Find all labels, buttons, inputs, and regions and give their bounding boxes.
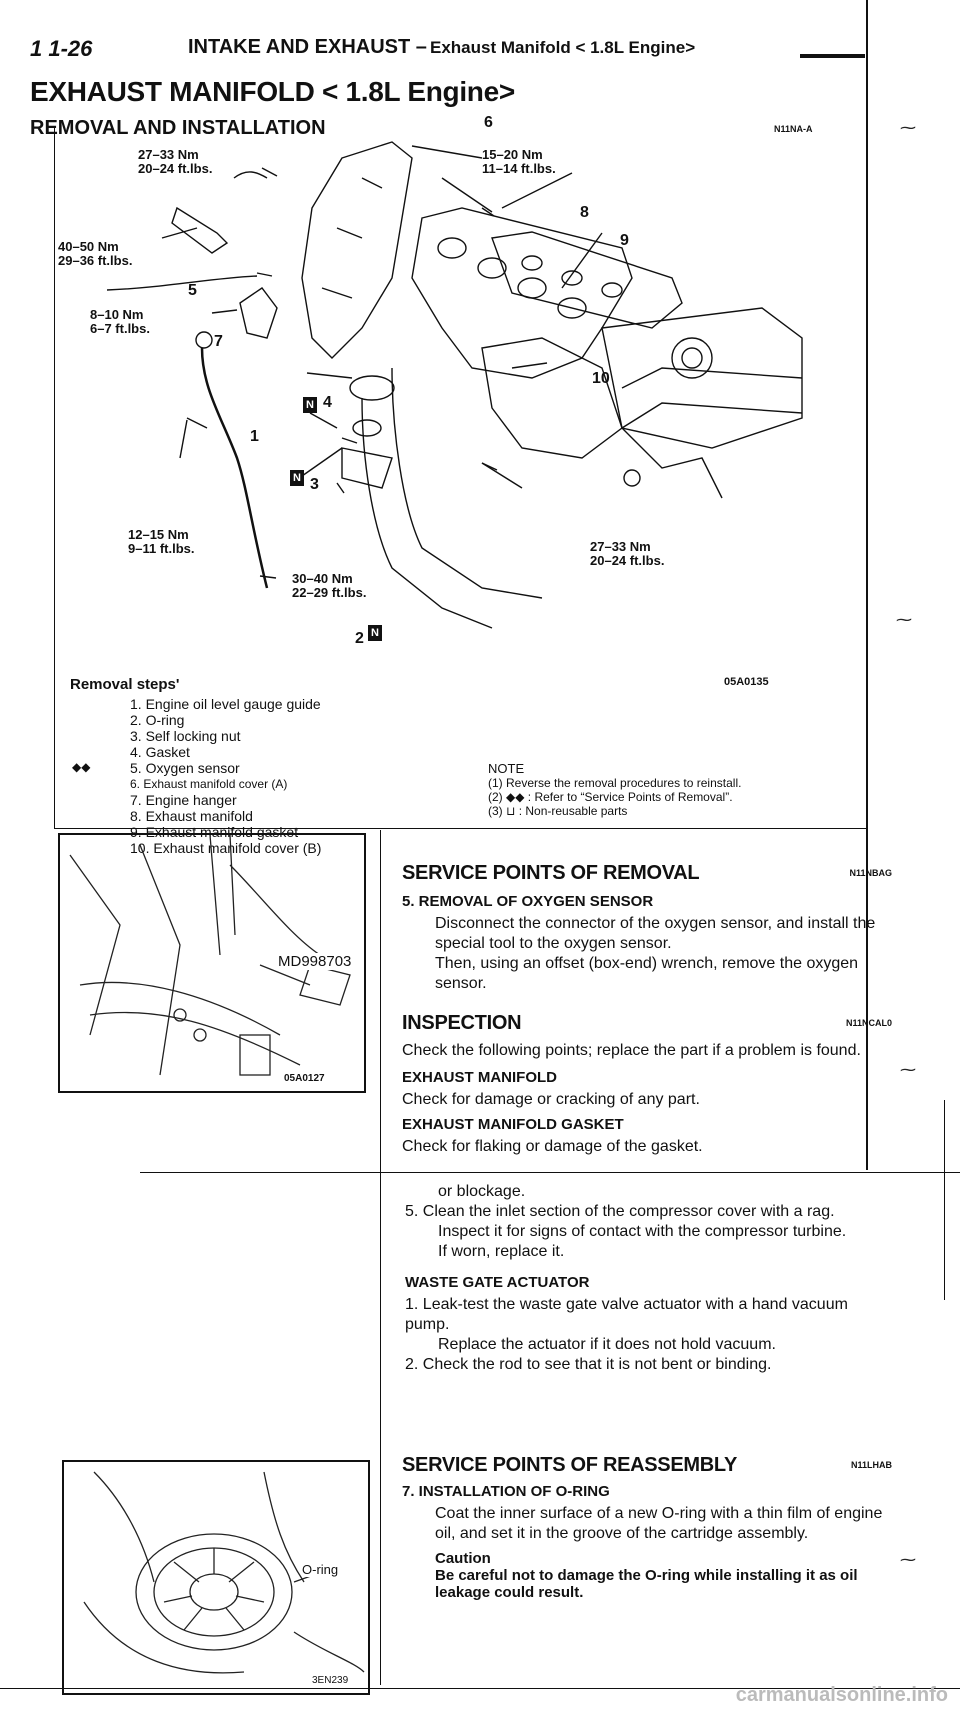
section-title: INTAKE AND EXHAUST – — [188, 36, 427, 58]
step-1: 1. Engine oil level gauge guide — [130, 696, 321, 712]
continued-section: or blockage. 5. Clean the inlet section … — [405, 1182, 895, 1375]
inspection-section: INSPECTION N11NCAL0 Check the following … — [402, 1012, 892, 1157]
oxygen-sensor-illustration — [69, 834, 351, 1076]
step-8: 8. Exhaust manifold — [130, 808, 253, 824]
margin-mark-1: ⁓ — [900, 120, 916, 137]
removal-steps-list: 1. Engine oil level gauge guide 2. O-rin… — [130, 696, 321, 856]
inspection-text-1: Check for damage or cracking of any part… — [402, 1091, 700, 1108]
subtitle-code: N11NA-A — [774, 124, 813, 134]
wga-item-2: 2. Check the rod to see that it is not b… — [405, 1356, 772, 1373]
step-4: 4. Gasket — [130, 744, 190, 760]
caution-title: Caution — [435, 1550, 491, 1567]
note-line-3: (3) ⊔ : Non-reusable parts — [488, 804, 628, 818]
reassembly-heading: SERVICE POINTS OF REASSEMBLY — [402, 1454, 738, 1476]
wga-item-1-b: Replace the actuator if it does not hold… — [438, 1336, 776, 1353]
nonreusable-badge-4: N — [303, 397, 317, 413]
part-number-10: 10 — [592, 370, 610, 387]
part-number-3: 3 — [310, 476, 319, 493]
inspection-sub-1: EXHAUST MANIFOLD — [402, 1069, 557, 1086]
inspection-heading: INSPECTION — [402, 1012, 522, 1034]
part-number-1: 1 — [250, 428, 259, 445]
oring-illustration — [83, 1471, 365, 1674]
exhaust-manifold-diagram — [106, 141, 803, 629]
step-10: 10. Exhaust manifold cover (B) — [130, 840, 322, 856]
step-5: 5. Oxygen sensor — [130, 760, 240, 776]
part-number-5: 5 — [188, 282, 197, 299]
photo2-code: 3EN239 — [312, 1675, 349, 1686]
page-subtitle: REMOVAL AND INSTALLATION — [30, 117, 326, 139]
part-number-7: 7 — [214, 333, 223, 350]
nonreusable-badge-3: N — [290, 470, 304, 486]
figure-code: 05A0135 — [724, 676, 769, 688]
caution-text: Be careful not to damage the O-ring whil… — [435, 1567, 858, 1601]
photo1-code: 05A0127 — [284, 1073, 325, 1084]
margin-mark-4: ⁓ — [900, 1552, 916, 1569]
wga-title: WASTE GATE ACTUATOR — [405, 1274, 590, 1291]
diagram-left-rule — [54, 128, 55, 828]
reassembly-section: SERVICE POINTS OF REASSEMBLY N11LHAB 7. … — [402, 1454, 892, 1601]
step-9: 9. Exhaust manifold gasket — [130, 824, 299, 840]
inspection-code: N11NCAL0 — [845, 1018, 892, 1028]
oxygen-sensor-para-1: Disconnect the connector of the oxygen s… — [435, 915, 876, 952]
subsection-title: Exhaust Manifold < 1.8L Engine> — [430, 38, 696, 57]
removal-steps-title: Removal steps' — [70, 676, 180, 693]
section-divider — [140, 1172, 960, 1173]
item-5-b: Inspect it for signs of contact with the… — [438, 1223, 847, 1240]
item-5: 5. Clean the inlet section of the compre… — [405, 1203, 835, 1220]
nonreusable-badge-2: N — [368, 625, 382, 641]
oring-install-title: 7. INSTALLATION OF O-RING — [402, 1483, 610, 1500]
wga-item-1: 1. Leak-test the waste gate valve actuat… — [405, 1296, 848, 1333]
step-6: 6. Exhaust manifold cover (A) — [130, 777, 288, 791]
note-line-1: (1) Reverse the removal procedures to re… — [488, 776, 742, 790]
note-heading: NOTE — [488, 761, 525, 776]
oring-install-para: Coat the inner surface of a new O-ring w… — [435, 1505, 883, 1542]
footer-url: carmanualsonline.info — [735, 1684, 948, 1706]
service-removal-code: N11NBAG — [849, 868, 892, 878]
page-title: EXHAUST MANIFOLD < 1.8L Engine> — [30, 76, 515, 107]
header-rule — [800, 54, 865, 58]
step-3: 3. Self locking nut — [130, 728, 241, 744]
lower-column-rule — [380, 830, 381, 1685]
continued-line-0: or blockage. — [438, 1183, 526, 1200]
tool-label: MD998703 — [278, 953, 352, 970]
oxygen-sensor-removal-title: 5. REMOVAL OF OXYGEN SENSOR — [402, 893, 654, 910]
oxygen-sensor-para-2: Then, using an offset (box-end) wrench, … — [435, 955, 859, 992]
margin-mark-2: ⁓ — [896, 612, 912, 629]
page-number: 1 1-26 — [30, 36, 93, 61]
oring-label: O-ring — [302, 1562, 339, 1577]
reassembly-code: N11LHAB — [850, 1460, 892, 1470]
part-number-9: 9 — [620, 232, 629, 249]
oring-photo: O-ring 3EN239 — [62, 1460, 370, 1695]
inspection-text-2: Check for flaking or damage of the gaske… — [402, 1138, 703, 1155]
item-5-c: If worn, replace it. — [438, 1243, 565, 1260]
service-removal-heading: SERVICE POINTS OF REMOVAL — [402, 862, 700, 884]
part-number-6: 6 — [484, 114, 493, 131]
mid-divider — [54, 828, 866, 829]
service-point-marker: ◆◆ — [72, 760, 91, 774]
oxygen-sensor-photo: MD998703 05A0127 — [58, 833, 366, 1093]
note-line-2: (2) ◆◆ : Refer to “Service Points of Rem… — [488, 790, 733, 804]
step-2: 2. O-ring — [130, 712, 185, 728]
bottom-rule — [0, 1688, 960, 1689]
right-margin-rule — [866, 0, 868, 1170]
service-removal-section: SERVICE POINTS OF REMOVAL N11NBAG 5. REM… — [402, 862, 892, 994]
part-number-8: 8 — [580, 204, 589, 221]
inspection-sub-2: EXHAUST MANIFOLD GASKET — [402, 1116, 624, 1133]
margin-mark-3: ⁓ — [900, 1062, 916, 1079]
step-7: 7. Engine hanger — [130, 792, 237, 808]
right-margin-rule-lower — [944, 1100, 945, 1300]
note-block: NOTE (1) Reverse the removal procedures … — [488, 761, 742, 819]
inspection-intro: Check the following points; replace the … — [402, 1042, 861, 1059]
part-number-2: 2 — [355, 630, 364, 647]
part-number-4: 4 — [323, 394, 332, 411]
